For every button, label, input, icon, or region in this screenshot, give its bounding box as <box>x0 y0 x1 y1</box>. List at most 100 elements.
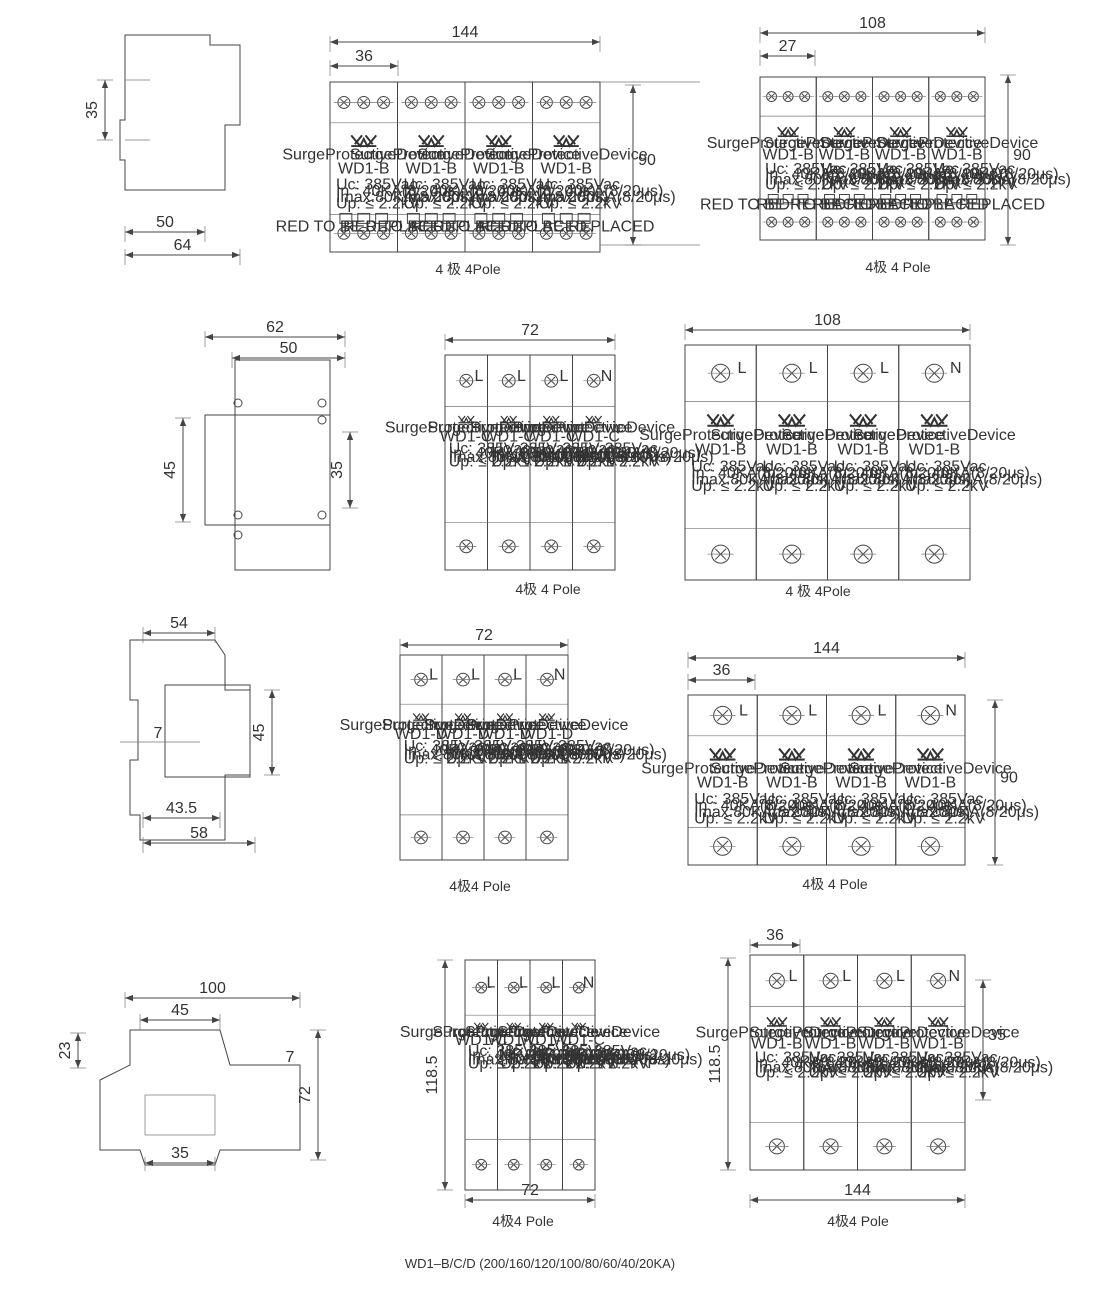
rivet <box>317 398 327 408</box>
brand-text: SurgeProtectiveDevice <box>417 147 580 164</box>
spec-up: Up: ≤ 2.2kV <box>446 751 530 768</box>
spec-up: Up: ≤ 2.2kV <box>877 176 961 193</box>
dimension-value: 7 <box>286 1049 295 1066</box>
terminal-screw-icon <box>373 95 394 109</box>
brand-text: SurgeProtectiveDevice <box>749 1025 912 1042</box>
spec-up: Up: ≤ 2.2kV <box>404 751 488 768</box>
spec-up: Up: ≤ 2.2kV <box>862 1064 946 1081</box>
brand-text: SurgeProtectiveDevice <box>639 427 802 444</box>
terminal-screw-icon <box>819 972 843 989</box>
terminal-screw-icon <box>576 226 597 240</box>
dimension-value: 35 <box>171 1145 189 1162</box>
spec-imax: Imax:80KA(8/20μs) <box>336 189 473 206</box>
terminal-screw-icon <box>441 226 462 240</box>
spec-imax: Imax:80KA(8/20μs) <box>821 171 958 188</box>
terminal-screw-icon <box>556 226 577 240</box>
model-label: WD1-C <box>525 429 577 446</box>
spec-in: In : 40KA(8/20μs) <box>765 166 890 183</box>
brand-logo-icon <box>571 1022 587 1030</box>
pole-caption: 4极4 Pole <box>449 878 511 894</box>
body-profile <box>204 414 331 526</box>
brand-logo-icon <box>500 415 518 424</box>
terminal-screw-icon <box>536 1158 556 1171</box>
rivet <box>233 530 243 540</box>
terminal-screw-icon <box>850 544 877 564</box>
terminal-screw-icon <box>488 95 509 109</box>
indicator-window <box>853 193 865 204</box>
pole-caption: 4极4 Pole <box>492 1213 554 1229</box>
terminal-screw-icon <box>762 91 781 103</box>
brand-logo-icon <box>417 134 445 148</box>
dimension-value: 54 <box>170 615 188 632</box>
spec-up: Up: ≤ 2.2kV <box>449 453 533 470</box>
arrowhead <box>125 251 133 259</box>
arrowhead <box>1004 237 1012 245</box>
logo-mark <box>538 713 556 722</box>
arrowhead <box>101 132 109 140</box>
arrowhead <box>207 1159 215 1167</box>
brand-text: SurgeProtectiveDevice <box>819 135 982 152</box>
indicator-window <box>424 212 438 224</box>
arrowhead <box>232 354 240 362</box>
brand-text: SurgeProtectiveDevice <box>497 1024 660 1041</box>
spec-uc: Uc: 385Vac <box>691 458 773 475</box>
horizontal-dimension: 27 <box>759 38 816 66</box>
brand-logo-icon <box>552 134 580 148</box>
arrowhead <box>197 228 205 236</box>
logo-mark <box>927 1016 949 1028</box>
brand-text: SurgeProtectiveDevice <box>424 717 587 734</box>
spec-in: In : 40KA(8/20μs) <box>534 445 659 462</box>
indicator-window <box>442 212 456 224</box>
logo-mark <box>473 1022 489 1030</box>
pole-label: L <box>877 702 886 719</box>
terminal-screw-icon <box>353 95 374 109</box>
terminal-screw-icon <box>931 216 950 228</box>
indicator-window <box>339 212 353 224</box>
spec-up: Up: ≤ 2.2kV <box>538 195 622 212</box>
model-label: WD1-D <box>437 726 489 743</box>
terminal-screw-icon <box>891 216 910 228</box>
spec-uc: Uc: 385Vac <box>833 791 915 808</box>
pole-label: N <box>601 368 613 385</box>
pole-caption: 4 极 4Pole <box>785 583 851 599</box>
terminal-screw-icon <box>536 981 556 994</box>
assembly-outline <box>464 959 596 1191</box>
terminal-screw-icon <box>947 91 966 103</box>
spec-up: Up: ≤ 2.2kV <box>565 1056 649 1073</box>
spec-uc: Uc: 385Vac <box>808 1049 890 1066</box>
pole-caption: 4极4 Pole <box>827 1213 889 1229</box>
spec-up: Up: ≤ 2.2kV <box>905 478 989 495</box>
module-body <box>464 959 498 1191</box>
horizontal-dimension: 108 <box>759 15 986 43</box>
logo-mark <box>412 713 430 722</box>
terminal-screw-icon <box>908 216 927 228</box>
spec-imax: Imax:80KA(8/20μs) <box>763 804 900 821</box>
spec-imax: Imax:80KA(8/20μs) <box>538 189 675 206</box>
spec-uc: Uc: 385Vac <box>446 738 528 755</box>
spec-imax: Imax:80KA(8/20μs) <box>403 189 540 206</box>
arrowhead <box>232 251 240 259</box>
terminal-screw-icon <box>536 830 558 845</box>
model-label: WD1-D <box>479 726 531 743</box>
terminal-screw-icon <box>494 830 516 845</box>
model-label: WD1-B <box>766 775 818 792</box>
arrowhead <box>991 857 999 865</box>
pole-label: L <box>842 968 851 985</box>
terminal-screw-icon <box>851 216 870 228</box>
arrowhead <box>101 80 109 88</box>
indicator-window <box>541 212 555 224</box>
dimension-value: 72 <box>297 1086 314 1104</box>
spec-in: In : 40KA(8/20μs) <box>491 445 616 462</box>
vertical-dimension: 118.5 <box>424 959 453 1191</box>
arrowhead <box>330 62 338 70</box>
indicator-window <box>936 193 948 204</box>
brand-logo-icon <box>412 713 430 722</box>
